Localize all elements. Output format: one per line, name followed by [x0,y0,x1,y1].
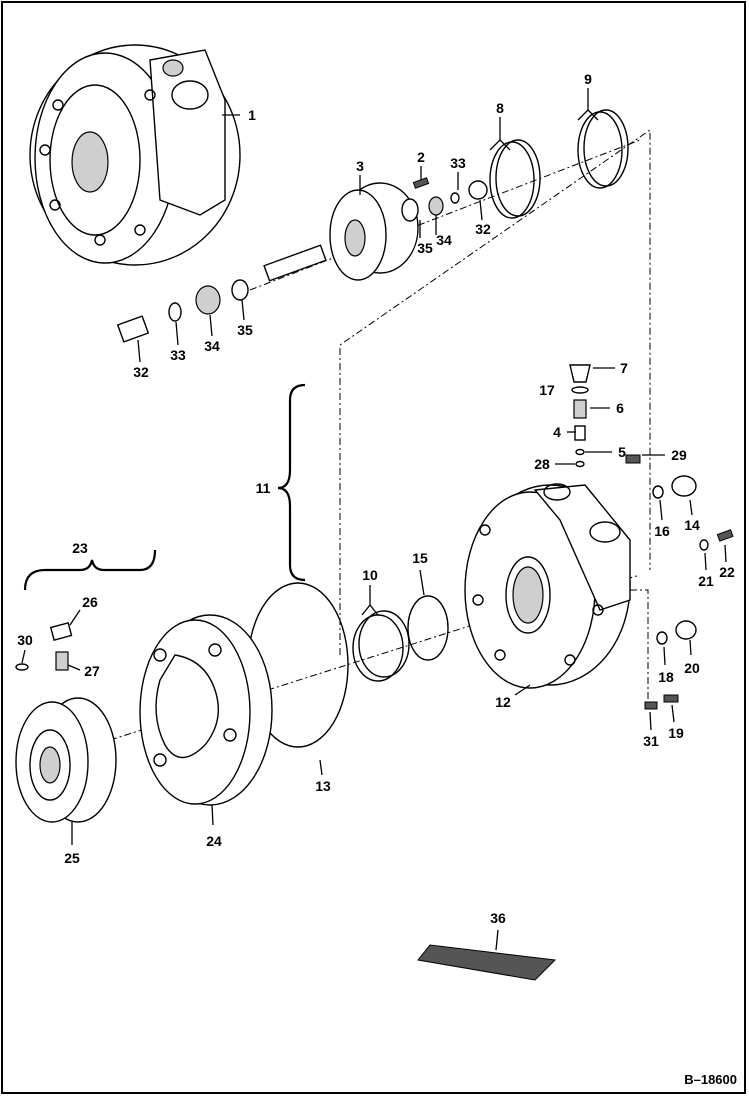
callout-13: 13 [315,778,331,794]
callout-21: 21 [698,573,714,589]
relief-valve-parts [569,364,641,468]
callout-23: 23 [72,540,88,556]
callout-34: 34 [436,232,452,248]
callout-20: 20 [684,660,700,676]
callout-17: 17 [539,382,555,398]
callout-2: 2 [417,149,425,165]
callout-19: 19 [668,725,684,741]
callout-14: 14 [684,517,700,533]
callout-6: 6 [616,400,624,416]
seal-kit-strip [417,944,557,981]
callout-11: 11 [255,480,271,496]
callout-31: 31 [643,733,659,749]
callout-33-lower: 33 [170,347,186,363]
figure-reference-number: B–18600 [684,1072,737,1087]
callout-24: 24 [206,833,222,849]
callout-32-lower: 32 [133,364,149,380]
motor-housing [29,44,241,266]
callout-4: 4 [553,424,561,440]
callout-27: 27 [84,663,100,679]
upper-small-parts [412,109,629,219]
callout-5: 5 [618,444,626,460]
callout-35-lower: 35 [237,322,253,338]
group-brackets [23,383,306,591]
callout-29: 29 [671,447,687,463]
callout-7: 7 [620,360,628,376]
callout-15: 15 [412,550,428,566]
callout-26: 26 [82,594,98,610]
callout-22: 22 [719,564,735,580]
callout-35: 35 [417,240,433,256]
lower-small-parts [116,279,249,343]
rotor-wheel [15,697,117,823]
rollers-and-pins [15,622,73,671]
gerotor-ring [139,614,273,806]
callout-36: 36 [490,910,506,926]
end-housing [464,483,631,689]
callout-12: 12 [495,694,511,710]
callout-18: 18 [658,669,674,685]
callout-8: 8 [496,100,504,116]
callout-33: 33 [450,155,466,171]
callout-9: 9 [584,71,592,87]
callout-32: 32 [475,221,491,237]
seals-and-orings [247,582,449,748]
callout-30: 30 [17,632,33,648]
callout-1: 1 [248,107,256,123]
callout-10: 10 [362,567,378,583]
callout-25: 25 [64,850,80,866]
callout-3: 3 [356,158,364,174]
callout-34-lower: 34 [204,338,220,354]
callout-28: 28 [534,456,550,472]
callout-16: 16 [654,523,670,539]
end-housing-fittings [644,475,734,710]
leader-lines [21,88,727,951]
valve-spool-assembly [263,182,419,282]
